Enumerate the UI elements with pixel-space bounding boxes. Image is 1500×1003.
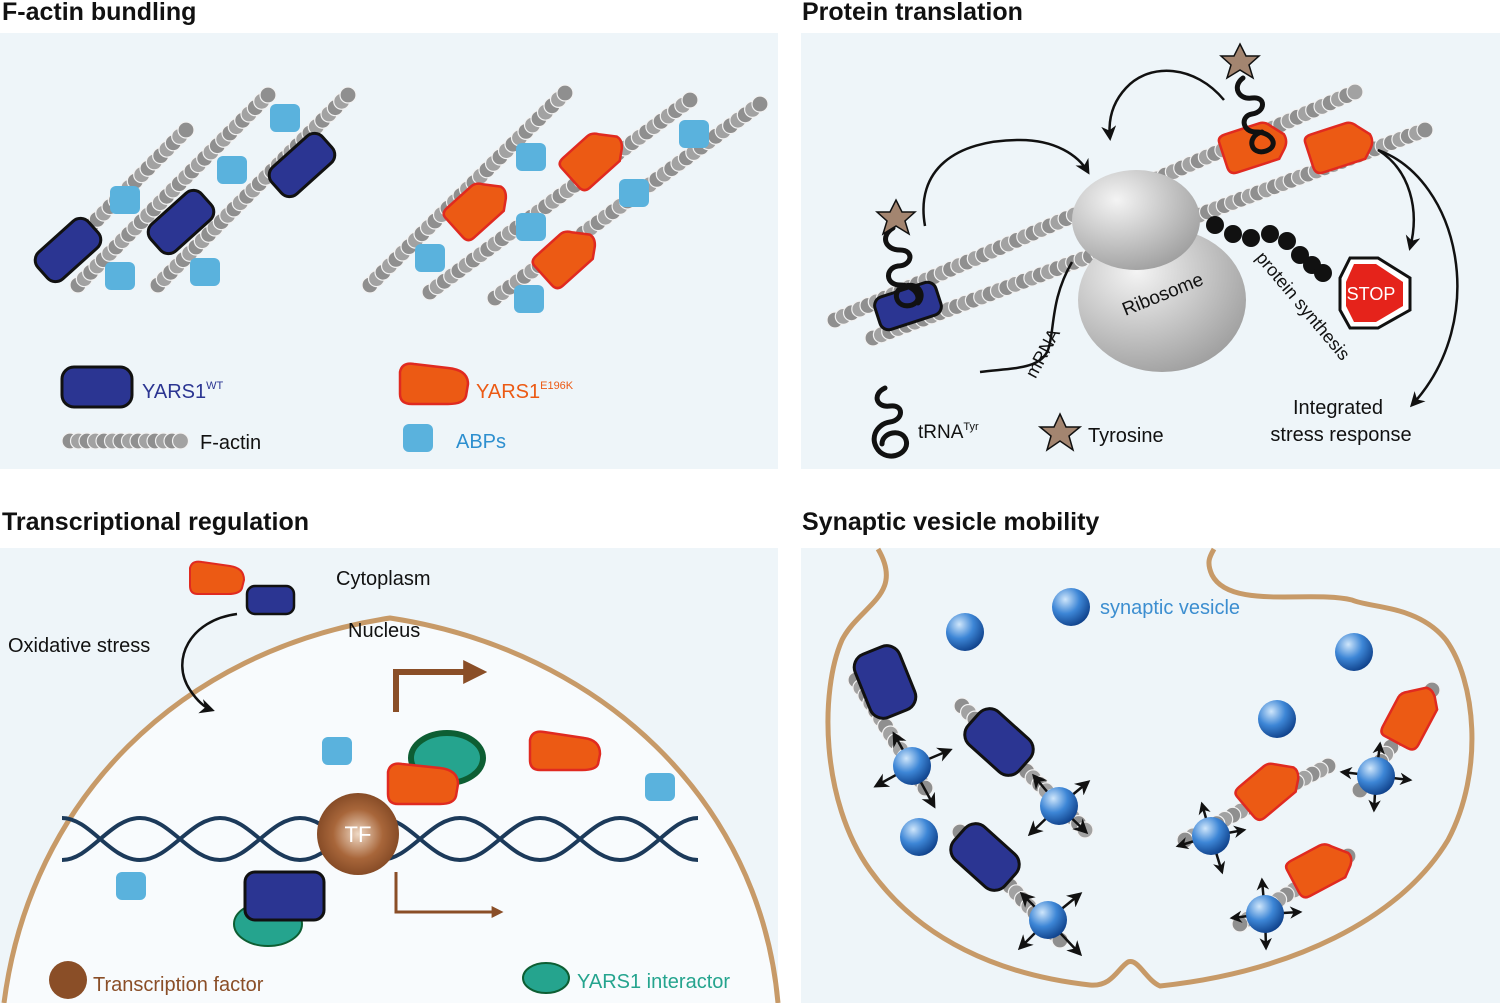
yars1-wt-protein (33, 216, 103, 284)
synaptic-vesicle-mobile (893, 747, 931, 785)
yars1-mutant-protein (442, 182, 508, 242)
yars1-wt-protein (963, 707, 1035, 777)
yars1-mutant-protein (1380, 686, 1439, 751)
abp-square (116, 872, 146, 900)
yars1-mutant-protein (189, 560, 246, 595)
protein-chain (1206, 216, 1332, 282)
legend-wt-swatch (60, 365, 134, 409)
stop-sign-face (1346, 264, 1403, 322)
synaptic-vesicle (1258, 700, 1296, 738)
tf-legend-swatch (49, 961, 87, 999)
yars1-wt-protein (267, 131, 337, 199)
abp-square (190, 258, 220, 286)
trna-legend-label: tRNATyr (918, 421, 979, 443)
transcription-arrow-strong (393, 660, 488, 712)
oxidative-arrow (181, 612, 238, 714)
yars1-mutant-protein (386, 762, 460, 806)
abp-square (270, 104, 300, 132)
yars1-wt-protein (852, 644, 918, 720)
trna-legend-icon (871, 385, 910, 459)
yars1-mutant-protein (558, 132, 624, 192)
legend-wt-label: YARS1WT (142, 380, 223, 403)
legend-mutant-swatch (398, 362, 470, 406)
trna-right (1234, 75, 1276, 155)
synaptic-vesicle-mobile (1192, 817, 1230, 855)
yars1-mutant-protein (1284, 843, 1353, 899)
panel-title-factin: F-actin bundling (2, 0, 197, 26)
yars1-mutant-protein (528, 730, 602, 772)
abp-square (514, 285, 544, 313)
synaptic-vesicle-mobile (1029, 901, 1067, 939)
synaptic-vesicle (946, 613, 984, 651)
synaptic-vesicle-mobile (1040, 787, 1078, 825)
mrna-strand (979, 261, 1074, 374)
tf-legend-label: Transcription factor (93, 974, 264, 996)
tyrosine-star (875, 198, 917, 236)
legend-abp-label: ABPs (456, 431, 506, 453)
transcription-diagram: Cytoplasm Nucleus Oxidative stress TF Tr… (1, 560, 781, 1003)
stop-label: STOP (1347, 284, 1396, 304)
transcription-arrow-weak (394, 872, 504, 918)
mrna-label: mRNA (1021, 325, 1064, 381)
stop-arrow (1377, 148, 1421, 251)
legend-factin-label: F-actin (200, 432, 261, 454)
tyrosine-legend-label: Tyrosine (1088, 425, 1164, 447)
actin-filament (69, 86, 277, 294)
legend-factin-swatch (61, 432, 190, 450)
abp-square (415, 244, 445, 272)
factin-right-bundle (415, 120, 709, 313)
factin-legend: YARS1WT YARS1E196K F-actin ABPs (60, 362, 574, 454)
yars1-mutant-protein (1303, 121, 1374, 175)
nucleus-label: Nucleus (348, 620, 420, 642)
oxidative-stress-label: Oxidative stress (8, 635, 150, 657)
abp-square (217, 156, 247, 184)
trna-release-arrow (1101, 69, 1225, 141)
isr-arrow (1377, 148, 1459, 408)
yars1-mutant-protein (1234, 762, 1300, 822)
ribosome-small-subunit (1072, 170, 1200, 270)
legend-abp-swatch (403, 424, 433, 452)
interactor-legend-label: YARS1 interactor (577, 971, 730, 993)
abp-square (645, 773, 675, 801)
panel-title-synaptic: Synaptic vesicle mobility (802, 508, 1100, 536)
abp-square (516, 213, 546, 241)
synaptic-vesicle-label: synaptic vesicle (1100, 597, 1240, 619)
abp-square (322, 737, 352, 765)
tyrosine-legend-star (1037, 412, 1083, 452)
panel-title-transcription: Transcriptional regulation (2, 508, 309, 536)
presynaptic-membrane (825, 547, 1475, 989)
legend-mutant-label: YARS1E196K (476, 380, 574, 403)
abp-square (516, 143, 546, 171)
tyrosine-star (1219, 42, 1261, 80)
interactor-legend-swatch (522, 962, 570, 994)
synaptic-vesicle-mobile (1357, 757, 1395, 795)
factin-left-bundle (33, 104, 337, 290)
isr-label-line2: stress response (1270, 424, 1411, 446)
yars1-wt-protein (146, 188, 216, 256)
trna-left (883, 225, 924, 309)
transcription-factor (317, 793, 399, 875)
synaptic-diagram: synaptic vesicle (825, 547, 1475, 989)
yars1-wt-protein (243, 870, 326, 922)
synaptic-vesicle (1335, 633, 1373, 671)
panel-title-translation: Protein translation (802, 0, 1023, 26)
abp-square (110, 186, 140, 214)
yars1-mutant-protein (531, 230, 597, 290)
synaptic-vesicle (900, 818, 938, 856)
yars1-wt-protein (245, 584, 296, 616)
synaptic-vesicle (1052, 588, 1090, 626)
cytoplasm-label: Cytoplasm (336, 568, 430, 590)
synaptic-vesicle-mobile (1246, 895, 1284, 933)
yars1-wt-protein (949, 822, 1021, 892)
abp-square (105, 262, 135, 290)
trna-delivery-arrow (922, 138, 1090, 227)
abp-square (619, 179, 649, 207)
abp-square (679, 120, 709, 148)
tf-label: TF (345, 822, 372, 847)
isr-label-line1: Integrated (1293, 397, 1383, 419)
translation-diagram: Ribosome mRNA protein synthesis STOP (871, 42, 1459, 459)
